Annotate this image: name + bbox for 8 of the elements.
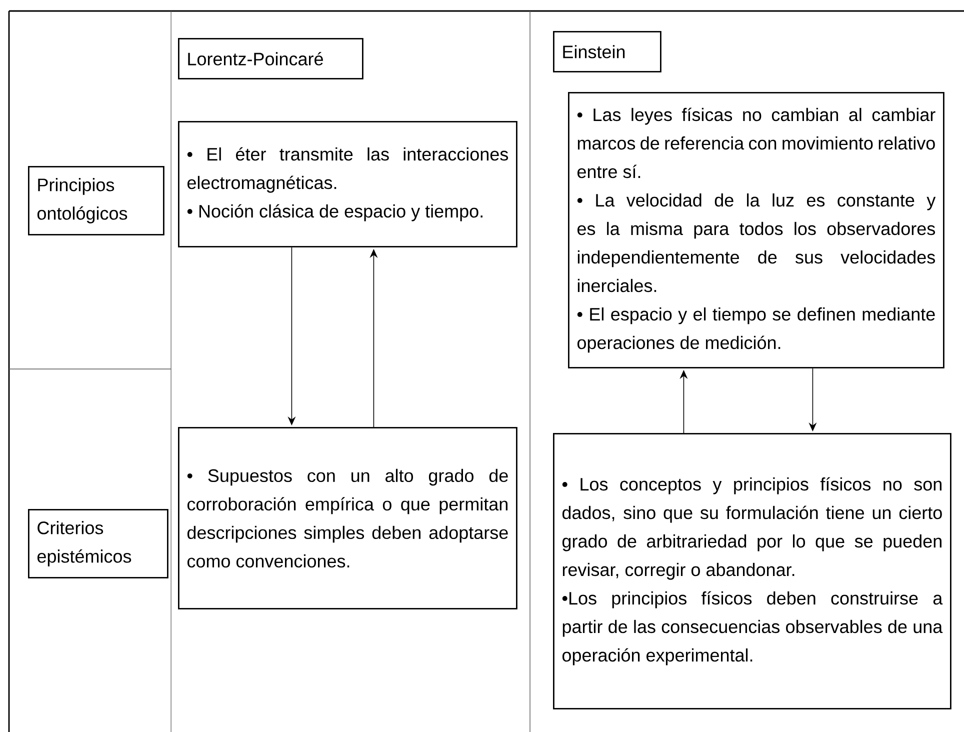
row-header-box: Principios ontológicos [28, 166, 164, 236]
column-header-box: Lorentz-Poincaré [178, 38, 364, 80]
row-header-box: Criterios epistémicos [28, 509, 168, 578]
text-box: • Supuestos con un alto grado de corroboración empírica o que permitan descripciones simples deben adoptarse como convenciones. [178, 427, 518, 610]
column-header-box: Einstein [553, 31, 662, 72]
text-box: • El éter transmite las interacciones electromagnéticas. • Noción clásica de espacio y tiempo. [178, 121, 518, 248]
text-box: • Los conceptos y principios físicos no son dados, sino que su formulación tiene un cierto grado de arbitrariedad por lo que se pueden revisar, corregir o abandonar. •Los principios físicos deben construirse a partir de las consecuencias observables de una operación experimental. [553, 433, 952, 710]
text-box: • Las leyes físicas no cambian al cambiar marcos de referencia con movimiento relativo entre sí. • La velocidad de la luz es constante y es la misma para todos los observadores independientemente de sus velocidades inerciales. • El espacio y el tiempo se definen mediante operaciones de medición. [568, 92, 944, 368]
